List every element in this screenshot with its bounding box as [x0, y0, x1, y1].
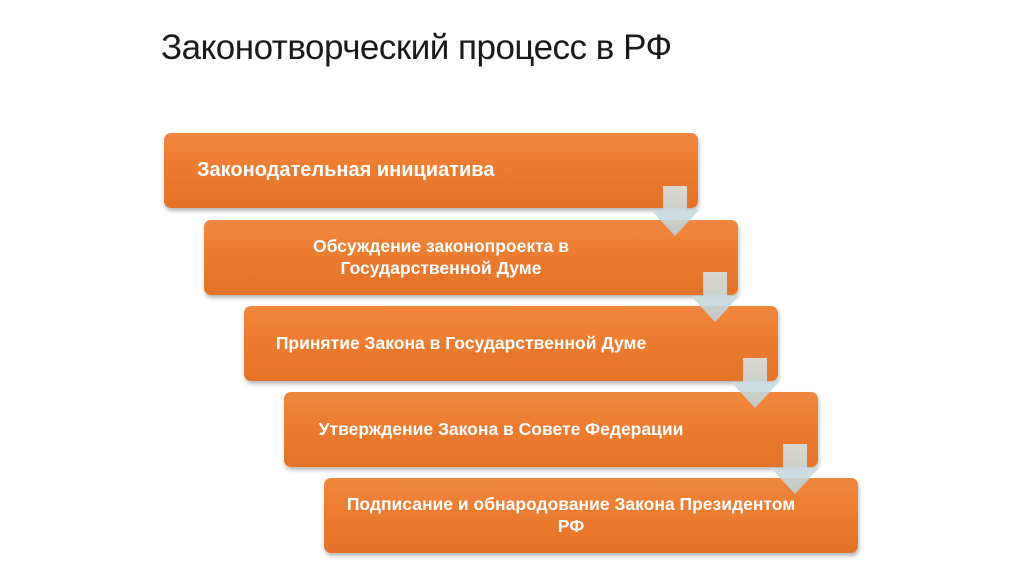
down-arrow-icon: [731, 358, 779, 408]
down-arrow-icon: [771, 444, 819, 494]
slide-title: Законотворческий процесс в РФ: [161, 28, 672, 67]
process-step-federation-council-approval: Утверждение Закона в Совете Федерации: [284, 392, 818, 467]
process-step-duma-adoption: Принятие Закона в Государственной Думе: [244, 306, 778, 381]
down-arrow-icon: [691, 272, 739, 322]
step-label: Обсуждение законопроекта в Государственн…: [312, 235, 570, 278]
step-label: Подписание и обнародование Закона Презид…: [346, 493, 796, 536]
step-label: Утверждение Закона в Совете Федерации: [318, 418, 684, 439]
step-label: Принятие Закона в Государственной Думе: [275, 332, 647, 353]
down-arrow-icon: [651, 186, 699, 236]
process-step-presidential-signing: Подписание и обнародование Закона Презид…: [324, 478, 858, 553]
process-step-legislative-initiative: Законодательная инициатива: [164, 133, 698, 208]
step-label: Законодательная инициатива: [197, 159, 495, 181]
process-step-duma-discussion: Обсуждение законопроекта в Государственн…: [204, 220, 738, 295]
